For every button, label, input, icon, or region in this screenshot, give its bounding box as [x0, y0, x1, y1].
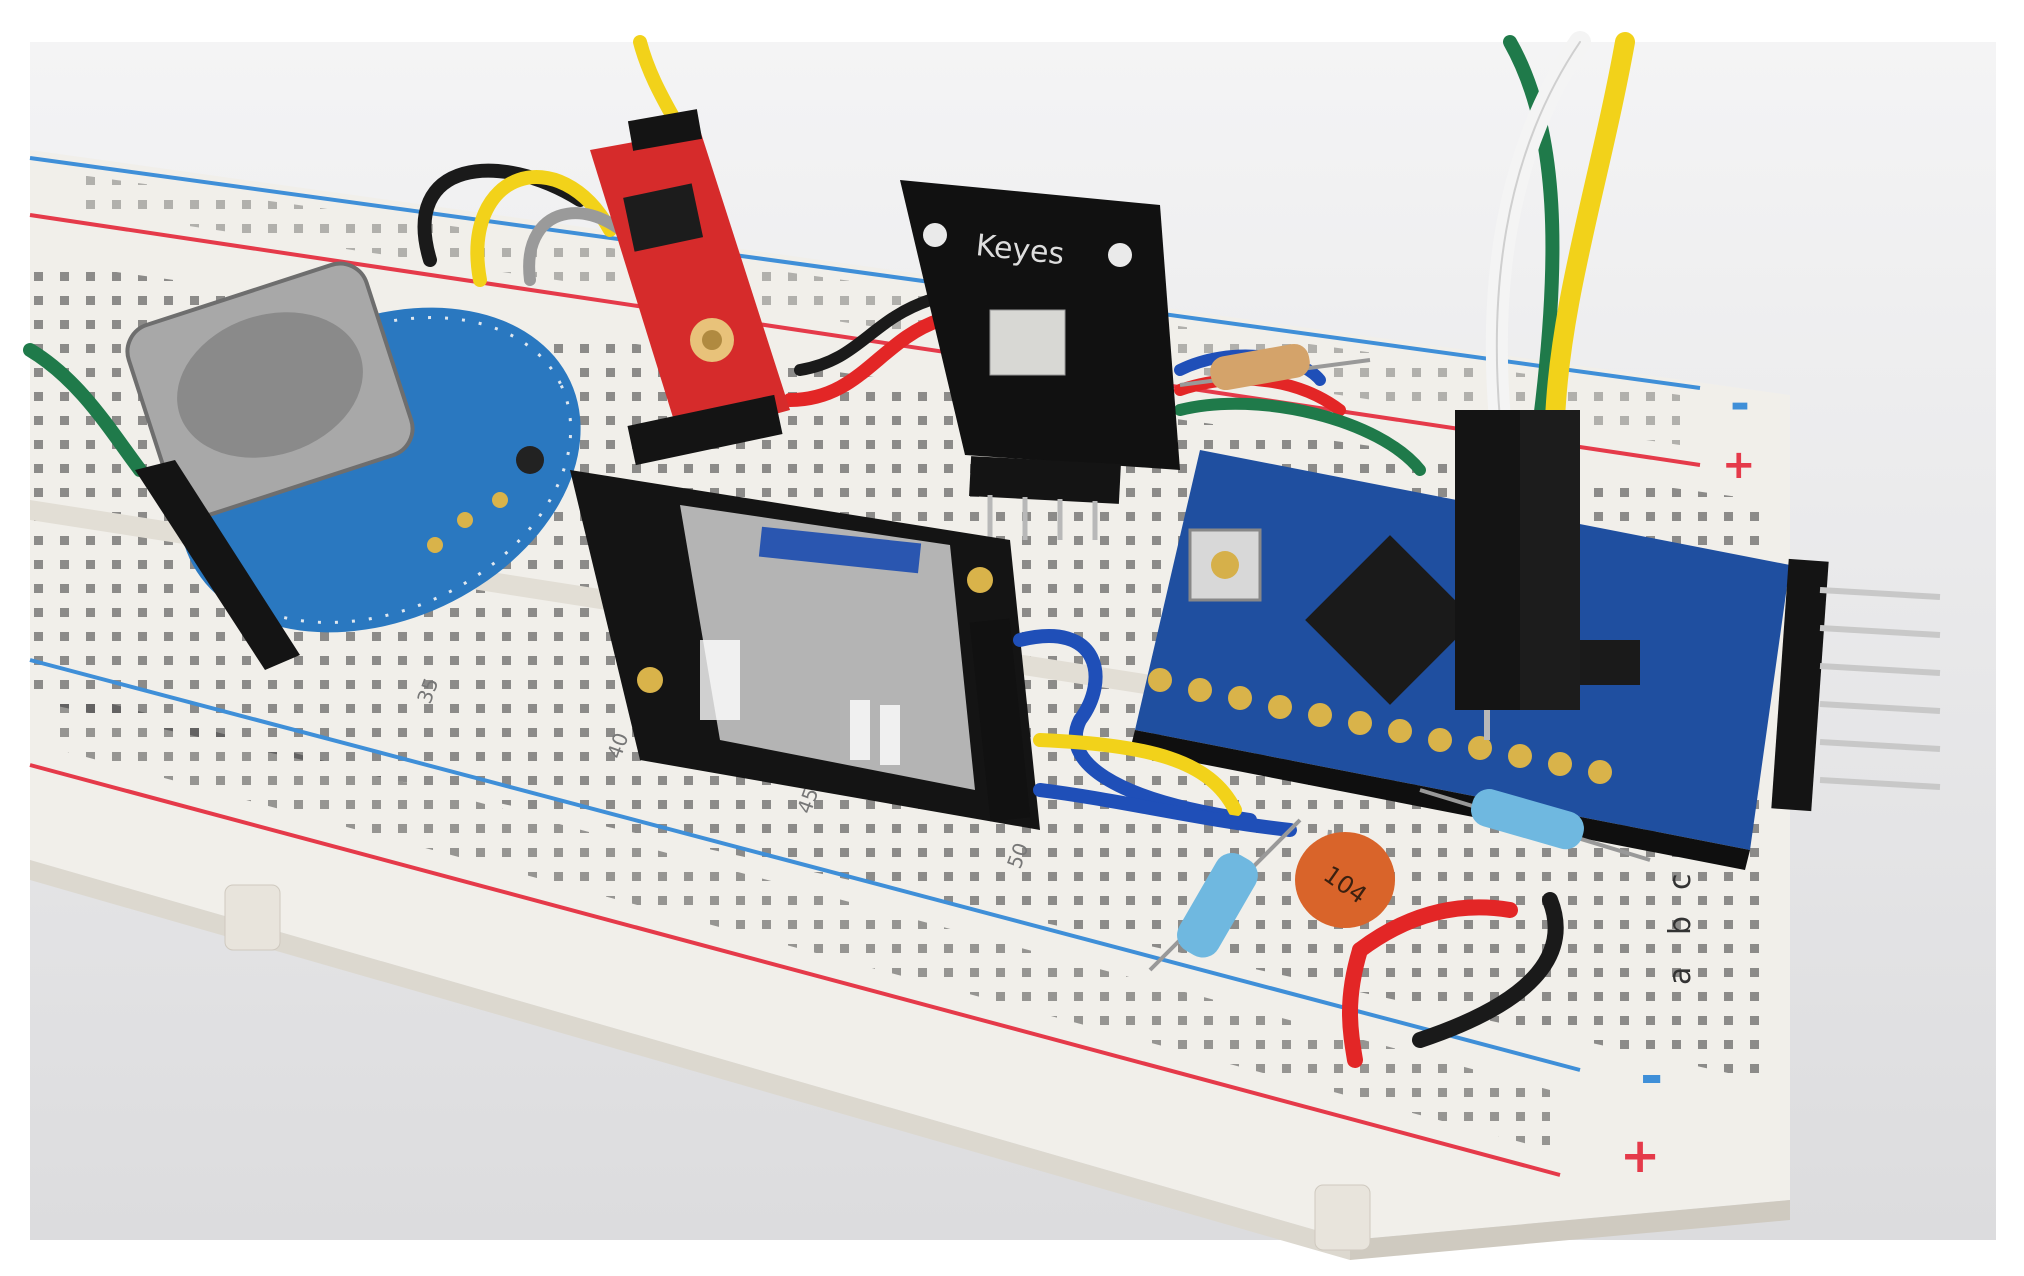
- wire-black-bottom: [1412, 892, 1564, 1048]
- resistor-top: [1179, 343, 1371, 391]
- wire-blue-sd-2: [1033, 783, 1297, 837]
- wire-green-left: [23, 343, 147, 477]
- keyes-led-module: Keyes: [900, 180, 1180, 540]
- dupont-connectors: [1455, 410, 1580, 740]
- wire-black-accel: [794, 294, 936, 376]
- row-letters: a b c: [1663, 874, 1698, 986]
- wires-back: [23, 35, 1560, 477]
- row-letter-a: a: [1663, 967, 1698, 985]
- resistor-left-bottom: [1148, 818, 1302, 972]
- wire-green-led: [1174, 397, 1426, 476]
- wires-front: [1485, 31, 1635, 431]
- sd-card-module: [570, 470, 1040, 830]
- rail-blue-top: [29, 156, 1701, 390]
- rail-blue-bottom: [29, 658, 1581, 1072]
- rail-plus-bottom-label: +: [1620, 1128, 1660, 1184]
- wire-yellow-right: [1545, 32, 1635, 430]
- microcontroller-chip: [1305, 535, 1475, 705]
- rail-minus-bottom-label: -: [1640, 1044, 1663, 1109]
- wire-red-bottom: [1352, 899, 1518, 958]
- wires-bottom: [1013, 629, 1564, 1068]
- ceramic-capacitor: 104: [1295, 829, 1395, 928]
- row-letter-b: b: [1663, 916, 1698, 935]
- wire-blue-sd: [1013, 629, 1257, 827]
- accel-chip: [623, 183, 704, 252]
- wire-white-outline: [1495, 41, 1581, 421]
- rtc-module: [125, 261, 581, 670]
- wire-yellow-rtc: [470, 170, 617, 287]
- rail-red-bottom: [29, 763, 1561, 1177]
- rail-minus-top-label: -: [1730, 376, 1750, 432]
- rgb-led: [989, 309, 1066, 376]
- rail-plus-top-label: +: [1722, 442, 1756, 488]
- row-letter-c: c: [1663, 874, 1698, 891]
- wire-yellow-sd: [1033, 733, 1242, 817]
- resistor-right-bottom: [1419, 788, 1651, 862]
- wire-red-bottom-2: [1342, 942, 1368, 1068]
- accelerometer-module: [590, 109, 790, 466]
- wire-green-right: [1503, 35, 1560, 427]
- wire-red-accel: [783, 313, 947, 407]
